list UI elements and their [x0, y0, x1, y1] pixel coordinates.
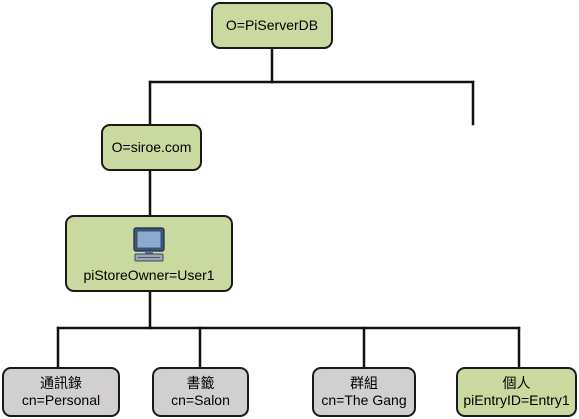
node-store-owner-label: piStoreOwner=User1: [83, 267, 215, 283]
node-leaf-personal-cn: cn=Personal: [21, 392, 101, 408]
node-organization: O=siroe.com: [101, 124, 202, 171]
node-leaf-the-gang-cn: cn=The Gang: [321, 392, 407, 408]
node-leaf-personal-title: 通訊錄: [40, 375, 82, 391]
computer-icon: [133, 227, 165, 262]
node-leaf-entry-title: 個人: [502, 375, 531, 391]
node-leaf-entry: 個人 piEntryID=Entry1: [456, 367, 577, 417]
node-leaf-salon-cn: cn=Salon: [171, 392, 230, 408]
node-leaf-salon-title: 書籤: [186, 375, 215, 391]
node-leaf-salon: 書籤 cn=Salon: [152, 367, 249, 417]
node-organization-label: O=siroe.com: [111, 139, 192, 155]
node-leaf-entry-id: piEntryID=Entry1: [463, 392, 570, 408]
node-store-owner: piStoreOwner=User1: [65, 215, 233, 292]
node-leaf-the-gang-title: 群組: [350, 375, 378, 391]
node-root-label: O=PiServerDB: [225, 17, 319, 33]
node-root: O=PiServerDB: [211, 2, 333, 49]
node-leaf-personal: 通訊錄 cn=Personal: [2, 367, 120, 417]
node-leaf-the-gang: 群組 cn=The Gang: [312, 367, 416, 417]
